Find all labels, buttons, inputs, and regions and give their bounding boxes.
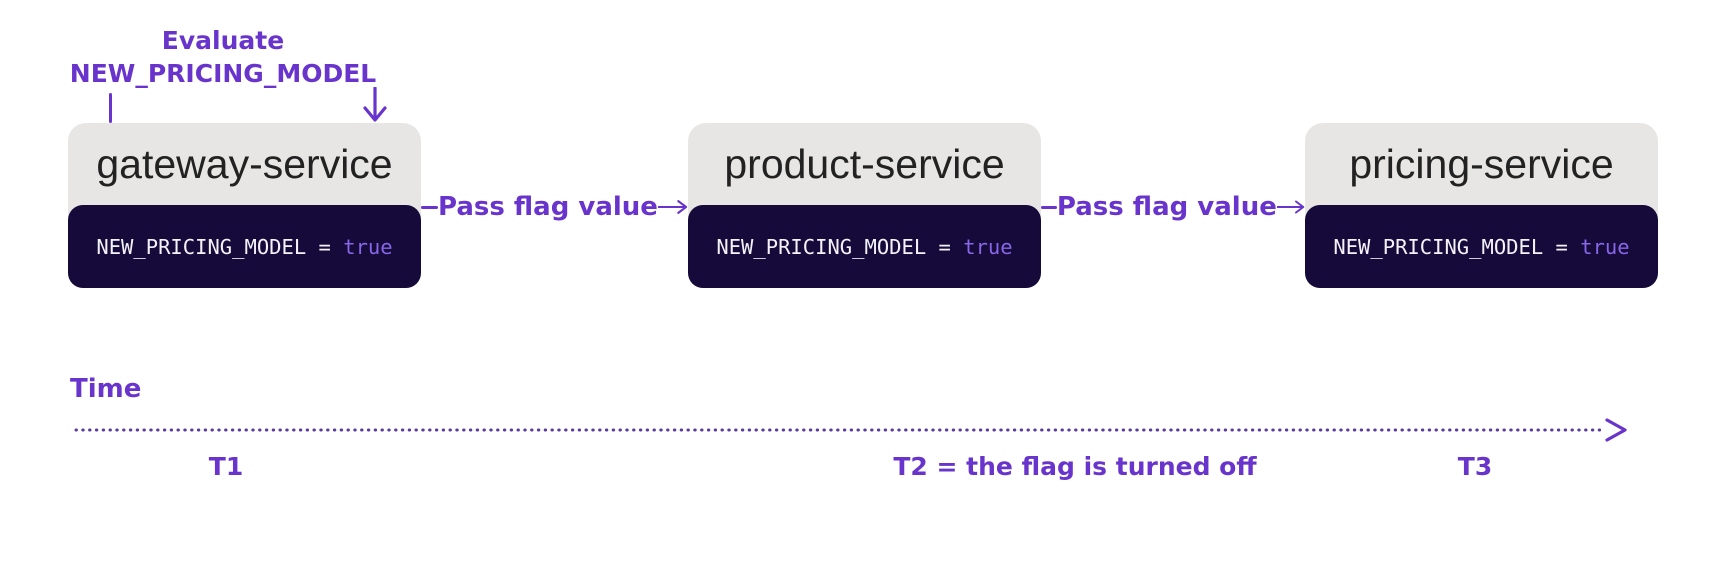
right-arrow-icon — [657, 200, 688, 214]
connector-label: Pass flag value — [438, 192, 658, 222]
flag-operator: = — [1543, 234, 1581, 259]
annotation-tick-line — [109, 93, 112, 123]
connector-dash-icon — [1041, 205, 1057, 209]
flag-value: true — [1580, 234, 1630, 259]
service-name: product-service — [724, 140, 1005, 187]
flag-name: NEW_PRICING_MODEL — [716, 234, 927, 259]
flag-name: NEW_PRICING_MODEL — [1333, 234, 1544, 259]
timeline-t1-label: T1 — [208, 452, 244, 481]
flag-code-block: NEW_PRICING_MODEL = true — [68, 205, 421, 288]
service-name: gateway-service — [96, 140, 393, 187]
connector-gateway-product: Pass flag value — [421, 190, 688, 224]
evaluate-annotation: Evaluate NEW_PRICING_MODEL — [62, 24, 384, 90]
right-arrow-icon — [1276, 200, 1305, 214]
timeline-dotted-arrow — [74, 418, 1627, 442]
service-header: pricing-service — [1305, 123, 1658, 219]
down-arrow-icon — [361, 86, 389, 128]
timeline-title: Time — [70, 374, 142, 404]
service-card-pricing: pricing-service NEW_PRICING_MODEL = true — [1305, 123, 1658, 288]
flag-code-block: NEW_PRICING_MODEL = true — [688, 205, 1041, 288]
flag-name: NEW_PRICING_MODEL — [96, 234, 307, 259]
service-card-product: product-service NEW_PRICING_MODEL = true — [688, 123, 1041, 288]
timeline-t3-label: T3 — [1457, 452, 1493, 481]
flag-value: true — [343, 234, 393, 259]
flag-operator: = — [926, 234, 964, 259]
evaluate-annotation-line2: NEW_PRICING_MODEL — [69, 59, 377, 88]
connector-product-pricing: Pass flag value — [1041, 190, 1305, 224]
service-card-gateway: gateway-service NEW_PRICING_MODEL = true — [68, 123, 421, 288]
service-header: gateway-service — [68, 123, 421, 219]
evaluate-annotation-line1: Evaluate — [161, 26, 285, 55]
service-name: pricing-service — [1349, 140, 1614, 187]
flag-code-block: NEW_PRICING_MODEL = true — [1305, 205, 1658, 288]
service-header: product-service — [688, 123, 1041, 219]
connector-label: Pass flag value — [1056, 192, 1277, 222]
connector-dash-icon — [421, 205, 438, 209]
timeline-t2-label: T2 = the flag is turned off — [893, 452, 1257, 481]
flag-operator: = — [306, 234, 344, 259]
flag-value: true — [963, 234, 1013, 259]
